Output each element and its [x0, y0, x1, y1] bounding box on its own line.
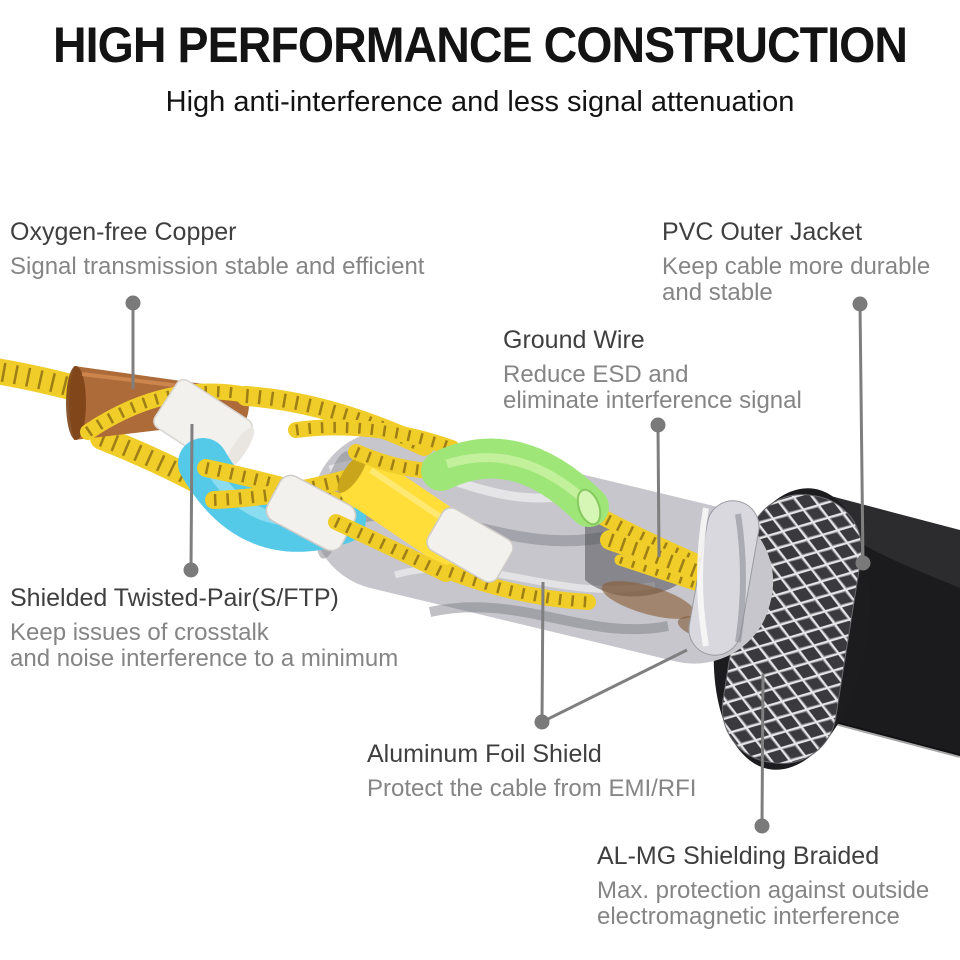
callout-dot-stp — [183, 562, 199, 578]
callout-dot-oxygen — [125, 295, 141, 311]
label-desc-line: and stable — [662, 278, 773, 306]
callout-dot-pvc — [852, 296, 868, 312]
twisted-pair-wires — [0, 358, 609, 610]
label-shielded-twisted-pair: Shielded Twisted-Pair(S/FTP) Keep issues… — [10, 584, 398, 672]
label-ground-wire: Ground Wire Reduce ESD and eliminate int… — [503, 326, 802, 414]
white-insulation-sleeve — [426, 507, 514, 583]
callout-line-pvc — [858, 303, 865, 564]
callout-lines — [125, 295, 871, 834]
label-desc-line: Reduce ESD and — [503, 361, 689, 388]
label-oxygen-free-copper: Oxygen-free Copper Signal transmission s… — [10, 218, 424, 280]
jacket-bottom-edge — [815, 716, 960, 758]
page-title: HIGH PERFORMANCE CONSTRUCTION — [53, 17, 908, 73]
label-desc-line: electromagnetic interference — [597, 902, 900, 930]
label-desc-line: Keep issues of crosstalk — [10, 619, 269, 646]
callout-line-ground — [656, 424, 661, 558]
foil-collar-shape — [688, 500, 760, 656]
green-insulation-wire — [421, 438, 609, 527]
label-desc-line: Protect the cable from EMI/RFI — [367, 775, 697, 802]
label-aluminum-foil-shield: Aluminum Foil Shield Protect the cable f… — [367, 740, 696, 802]
callout-line-stp — [189, 423, 194, 571]
label-title: AL-MG Shielding Braided — [597, 842, 880, 870]
callout-dot-braid — [754, 818, 770, 834]
label-pvc-outer-jacket: PVC Outer Jacket Keep cable more durable… — [662, 218, 930, 306]
label-desc-line: Signal transmission stable and efficient — [10, 253, 425, 280]
callout-dot-foil — [534, 714, 550, 730]
callout-dot-ground — [650, 417, 666, 433]
label-desc-line: eliminate interference signal — [503, 386, 802, 414]
callout-line-braid — [760, 673, 765, 827]
label-desc-line: and noise interference to a minimum — [10, 644, 399, 672]
page-subtitle: High anti-interference and less signal a… — [165, 86, 795, 118]
callout-dot-pvc-end — [855, 555, 871, 571]
label-title: Oxygen-free Copper — [10, 218, 237, 246]
label-desc-line: Keep cable more durable — [662, 253, 931, 280]
inner-wire-hint — [601, 581, 695, 619]
label-desc-line: Max. protection against outside — [597, 877, 930, 904]
label-al-mg-shielding-braided: AL-MG Shielding Braided Max. protection … — [597, 842, 929, 930]
label-title: PVC Outer Jacket — [662, 218, 863, 246]
label-title: Ground Wire — [503, 326, 645, 354]
label-title: Shielded Twisted-Pair(S/FTP) — [10, 584, 339, 612]
label-title: Aluminum Foil Shield — [367, 740, 602, 768]
